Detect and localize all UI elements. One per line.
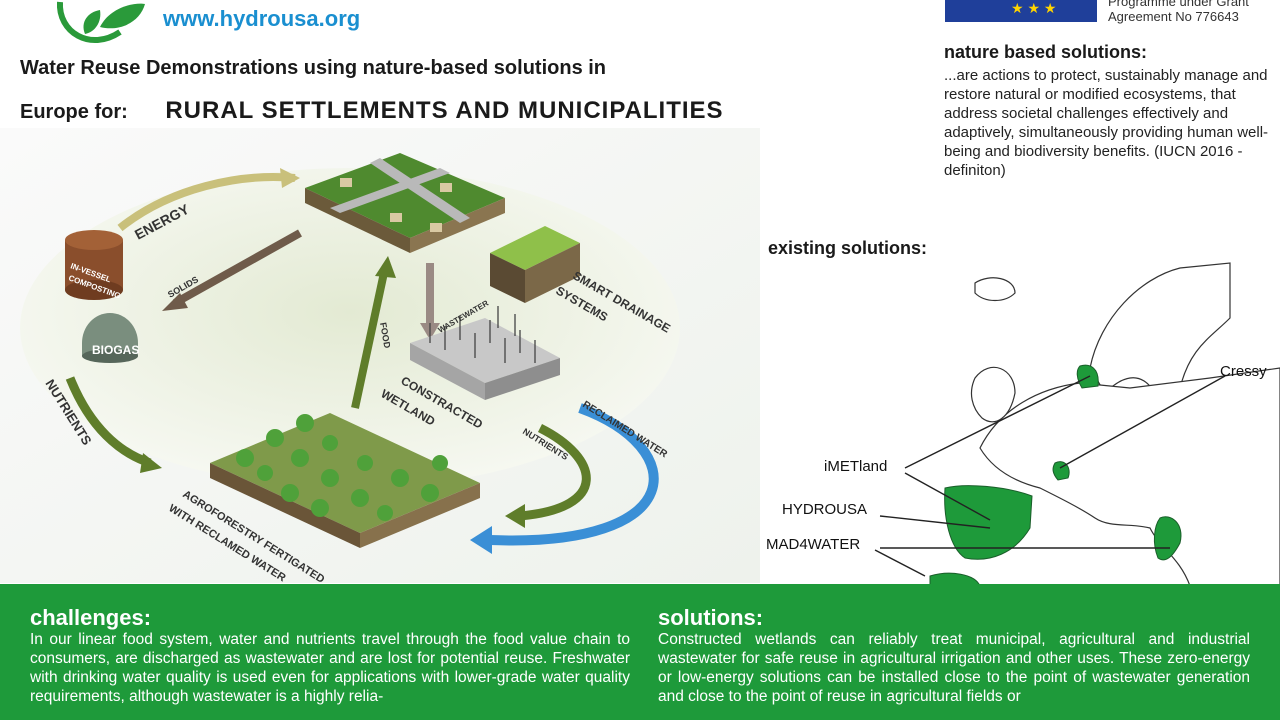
nutrients-right-arrow bbox=[519, 423, 591, 521]
challenges-heading: challenges: bbox=[30, 605, 152, 630]
challenges-text: In our linear food system, water and nut… bbox=[30, 631, 630, 705]
grant-info: Programme under Grant Agreement No 77664… bbox=[1108, 0, 1249, 24]
british-isles-shape bbox=[970, 366, 1016, 423]
bottom-info-band: challenges: In our linear food system, w… bbox=[0, 584, 1280, 720]
europe-map: Cressy iMETland HYDROUSA MAD4WATER bbox=[766, 262, 1280, 586]
solutions-heading: solutions: bbox=[658, 605, 764, 630]
map-label-imetland: iMETland bbox=[824, 458, 887, 475]
greece-highlight bbox=[1153, 516, 1182, 561]
page-title-line-2: Europe for: RURAL SETTLEMENTS AND MUNICI… bbox=[20, 97, 724, 125]
nbs-heading: nature based solutions: bbox=[944, 42, 1148, 62]
title-highlight: RURAL SETTLEMENTS AND MUNICIPALITIES bbox=[165, 97, 724, 124]
wetland-block bbox=[410, 306, 560, 400]
grant-line-2: Agreement No 776643 bbox=[1108, 9, 1239, 24]
map-label-hydrousa: HYDROUSA bbox=[782, 501, 867, 518]
map-label-cressy: Cressy bbox=[1220, 363, 1267, 380]
page-title-line-1: Water Reuse Demonstrations using nature-… bbox=[20, 57, 607, 79]
eu-flag-icon: ★ ★ ★ bbox=[945, 0, 1097, 22]
iceland-shape bbox=[974, 277, 1016, 302]
scandinavia-shape bbox=[1089, 262, 1231, 394]
solutions-section: solutions: Constructed wetlands can reli… bbox=[658, 606, 1250, 706]
water-reuse-diagram: ENERGY IN-VESSEL COMPOSTING BIOGAS SOLID… bbox=[0, 128, 760, 583]
hydrousa-logo bbox=[56, 1, 145, 44]
south-highlight bbox=[929, 572, 981, 586]
iberia-highlight bbox=[944, 485, 1033, 560]
france-highlight bbox=[1052, 461, 1070, 481]
label-food: FOOD bbox=[378, 322, 392, 350]
composting-tank bbox=[65, 230, 123, 300]
smart-drainage-box bbox=[490, 226, 580, 303]
reclaimed-water-arrow bbox=[489, 403, 659, 546]
challenges-section: challenges: In our linear food system, w… bbox=[30, 606, 630, 706]
nbs-definition: ...are actions to protect, sustainably m… bbox=[944, 67, 1269, 179]
title-prefix: Europe for: bbox=[20, 101, 128, 123]
website-url[interactable]: www.hydrousa.org bbox=[163, 6, 361, 31]
energy-arrow bbox=[117, 173, 296, 232]
food-arrow bbox=[351, 267, 389, 409]
solids-arrow bbox=[173, 229, 302, 307]
agroforestry-field bbox=[210, 413, 480, 548]
grant-line-1: Programme under Grant bbox=[1108, 0, 1249, 9]
map-label-mad4water: MAD4WATER bbox=[766, 536, 860, 553]
biogas-dome bbox=[82, 313, 138, 363]
village-block bbox=[305, 153, 505, 253]
nutrients-left-arrow bbox=[65, 376, 152, 468]
label-biogas: BIOGAS bbox=[92, 343, 139, 357]
continental-europe-shape bbox=[979, 367, 1280, 586]
svg-text:★ ★ ★: ★ ★ ★ bbox=[1011, 0, 1056, 16]
existing-solutions-heading: existing solutions: bbox=[768, 238, 928, 258]
solutions-text: Constructed wetlands can reliably treat … bbox=[658, 631, 1250, 705]
